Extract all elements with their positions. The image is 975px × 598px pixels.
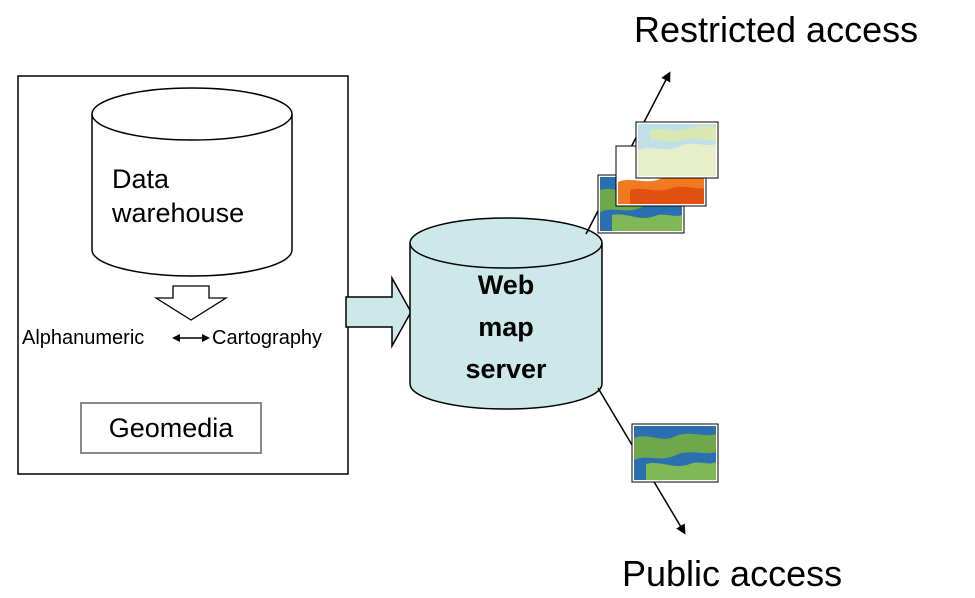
alphanumeric-label: Alphanumeric (22, 327, 145, 349)
cartography-label: Cartography (212, 327, 323, 349)
server-label-line1: Web (477, 270, 535, 300)
data-warehouse-label-line1: Data (112, 164, 170, 194)
map-thumbnail (631, 423, 719, 483)
map-thumbnail (635, 121, 719, 179)
geomedia-box: Geomedia (80, 402, 262, 454)
geomedia-label: Geomedia (108, 412, 234, 443)
server-label-line2: map (478, 312, 534, 342)
server-label-line3: server (465, 354, 547, 384)
double-arrow-icon (172, 334, 210, 342)
public-access-label: Public access (622, 553, 843, 594)
data-warehouse-cylinder (91, 87, 293, 277)
data-warehouse-label-line2: warehouse (112, 198, 245, 228)
down-arrow-icon (153, 285, 229, 321)
web-map-server-cylinder (409, 217, 603, 410)
restricted-access-label: Restricted access (634, 9, 919, 50)
right-block-arrow-icon (345, 275, 412, 349)
